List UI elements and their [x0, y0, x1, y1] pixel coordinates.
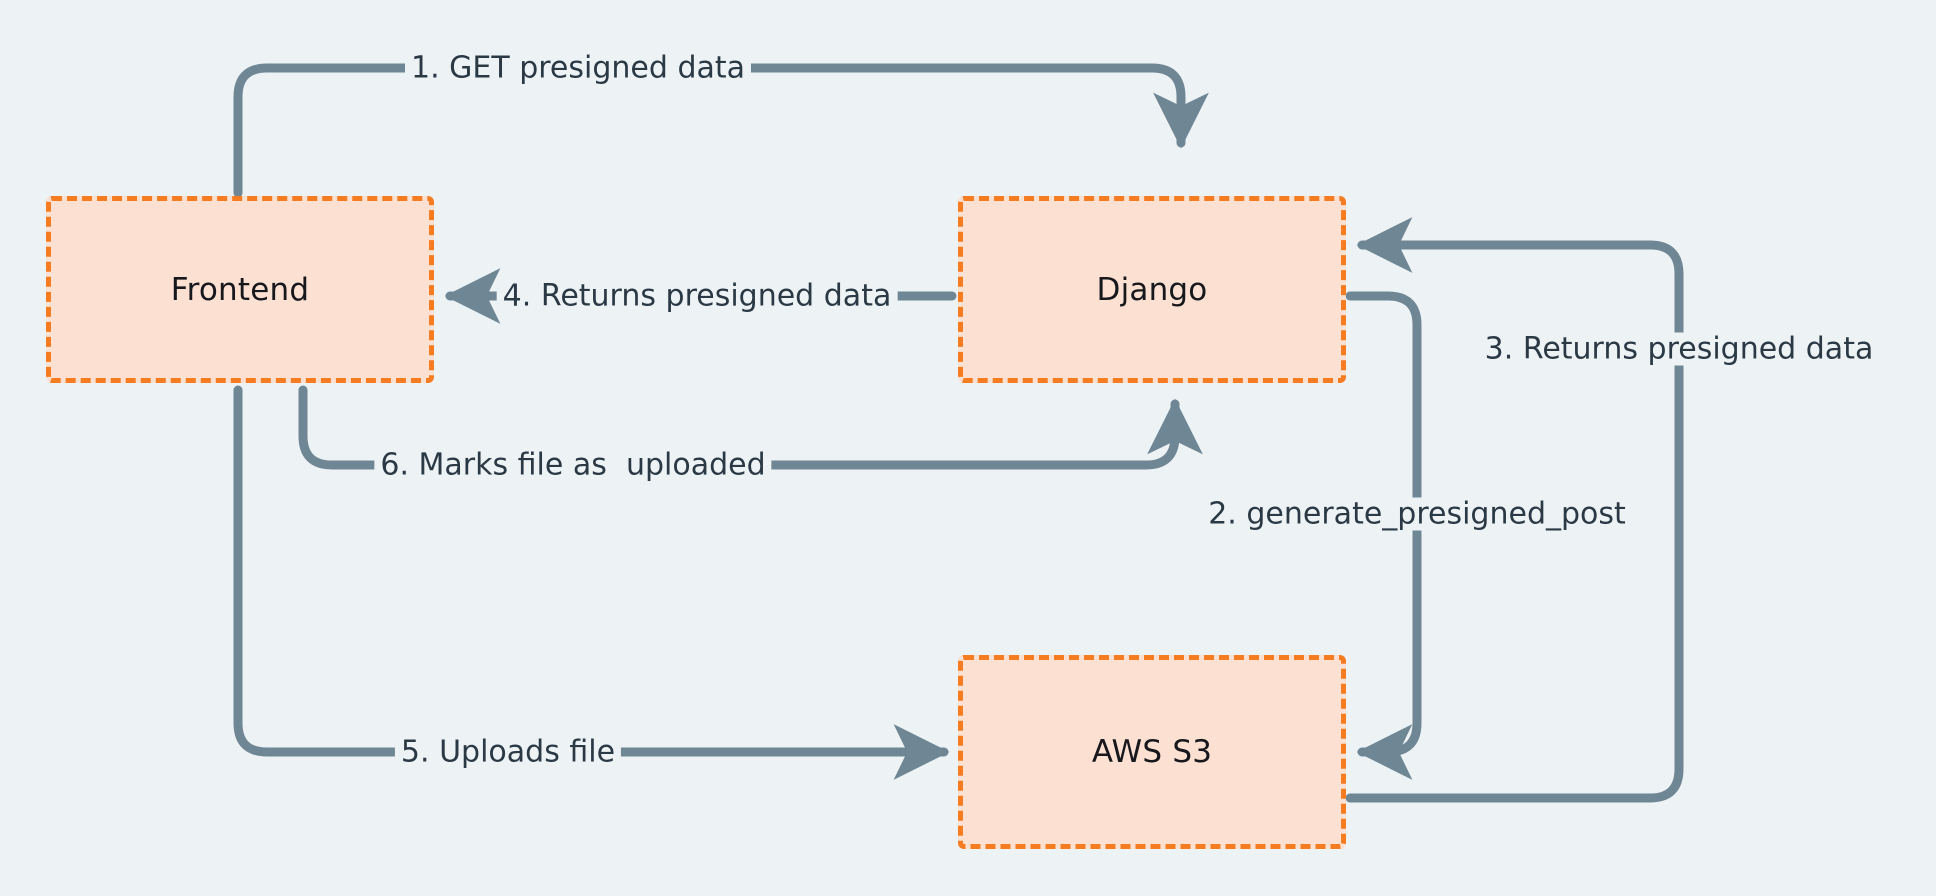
- edge-1-path: [233, 63, 1209, 198]
- node-django-label: Django: [1096, 271, 1208, 308]
- node-aws-s3[interactable]: AWS S3: [958, 655, 1346, 849]
- node-aws-s3-label: AWS S3: [1091, 734, 1213, 770]
- node-frontend-label: Frontend: [170, 271, 310, 308]
- edge-label-1: 1. GET presigned data: [404, 51, 752, 85]
- edge-3-path: [1345, 217, 1684, 803]
- edge-label-3: 3. Returns presigned data: [1478, 332, 1880, 366]
- edge-label-5: 5. Uploads file: [394, 735, 622, 769]
- node-frontend[interactable]: Frontend: [46, 196, 434, 383]
- node-django[interactable]: Django: [958, 196, 1346, 383]
- edge-label-6: 6. Marks file as uploaded: [374, 448, 772, 482]
- edge-label-4: 4. Returns presigned data: [496, 279, 898, 313]
- edge-5-path: [233, 385, 950, 780]
- edge-label-2: 2. generate_presigned_post: [1202, 497, 1632, 531]
